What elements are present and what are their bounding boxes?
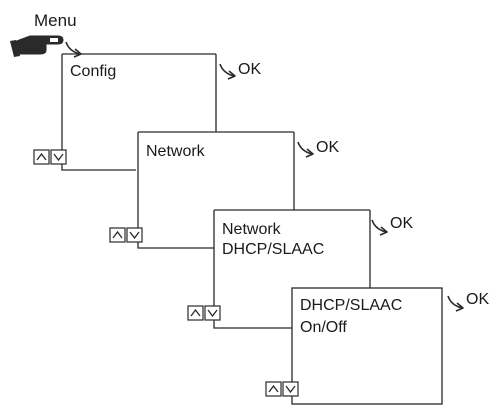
- chevron-down-icon: [207, 309, 218, 318]
- screen-dhcp-onoff-buttons[interactable]: [265, 381, 299, 397]
- screen-dhcp-onoff-ok: OK: [447, 291, 489, 312]
- screen-network: Network: [137, 131, 295, 249]
- ok-label: OK: [238, 61, 261, 78]
- chevron-down-icon: [129, 231, 140, 240]
- screen-config-ok: OK: [219, 61, 261, 80]
- screen-network-dhcp-line2: DHCP/SLAAC: [222, 241, 324, 258]
- menu-press-arrow-icon: [65, 41, 82, 58]
- screen-network-dhcp-line1: Network: [222, 221, 282, 238]
- screen-network-buttons[interactable]: [109, 227, 143, 243]
- screen-config: Config: [61, 53, 217, 171]
- screen-network-dhcp-buttons[interactable]: [187, 305, 221, 321]
- chevron-up-icon: [36, 152, 47, 161]
- screen-config-buttons[interactable]: [33, 149, 67, 165]
- ok-press-arrow-icon: [219, 63, 236, 80]
- screen-config-line1: Config: [70, 63, 116, 80]
- chevron-down-icon: [53, 153, 64, 162]
- ok-press-arrow-icon: [447, 295, 464, 312]
- screen-dhcp-onoff-line1: DHCP/SLAAC: [300, 297, 402, 314]
- ok-label: OK: [390, 215, 413, 232]
- ok-press-arrow-icon: [371, 219, 388, 236]
- ok-press-arrow-icon: [297, 141, 314, 158]
- menu-label: Menu: [34, 11, 77, 30]
- chevron-down-icon: [285, 385, 296, 394]
- screen-network-line1: Network: [146, 143, 206, 160]
- ok-label: OK: [316, 139, 339, 156]
- screen-network-ok: OK: [297, 139, 339, 158]
- screen-dhcp-onoff: DHCP/SLAAC On/Off: [291, 287, 443, 405]
- chevron-up-icon: [112, 230, 123, 239]
- chevron-up-icon: [268, 384, 279, 393]
- pointing-hand-icon: [10, 35, 64, 57]
- screen-dhcp-onoff-line2: On/Off: [300, 319, 347, 336]
- chevron-up-icon: [190, 308, 201, 317]
- screen-network-dhcp-ok: OK: [371, 215, 413, 236]
- screen-network-dhcp: Network DHCP/SLAAC: [213, 209, 371, 329]
- ok-label: OK: [466, 291, 489, 308]
